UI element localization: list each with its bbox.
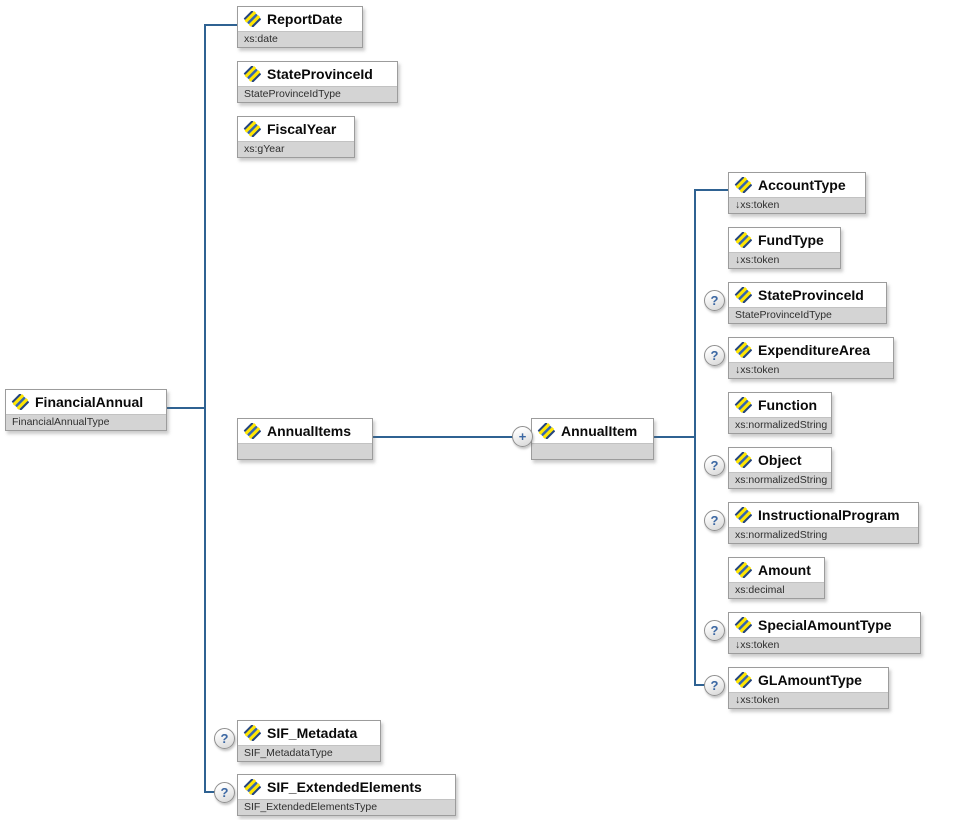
element-type: ↓xs:token: [729, 362, 893, 378]
element-icon: [243, 121, 262, 137]
element-label: SpecialAmountType: [758, 617, 892, 633]
element-type: SIF_ExtendedElementsType: [238, 799, 455, 815]
element-box-sif-metadata[interactable]: SIF_Metadata SIF_MetadataType: [237, 720, 381, 762]
element-type: xs:normalizedString: [729, 472, 832, 488]
element-icon: [734, 452, 753, 468]
element-type: xs:decimal: [729, 582, 824, 598]
element-icon: [243, 423, 262, 439]
element-type: StateProvinceIdType: [238, 86, 397, 102]
element-label: SIF_ExtendedElements: [267, 779, 422, 795]
element-box-annualitem[interactable]: AnnualItem: [531, 418, 654, 460]
element-icon: [243, 725, 262, 741]
element-label: InstructionalProgram: [758, 507, 900, 523]
element-type: xs:gYear: [238, 141, 354, 157]
element-type: ↓xs:token: [729, 692, 888, 708]
element-type: [238, 443, 372, 459]
element-icon: [734, 232, 753, 248]
optional-badge-sif-metadata: ?: [214, 728, 235, 749]
element-icon: [734, 672, 753, 688]
connector-glamounttype-stub: [694, 684, 707, 686]
element-type: xs:normalizedString: [729, 527, 918, 543]
element-box-financialannual[interactable]: FinancialAnnual FinancialAnnualType: [5, 389, 167, 431]
element-label: FundType: [758, 232, 824, 248]
element-box-item-stateprovinceid[interactable]: StateProvinceId StateProvinceIdType: [728, 282, 887, 324]
element-label: AnnualItem: [561, 423, 638, 439]
element-box-glamounttype[interactable]: GLAmountType ↓xs:token: [728, 667, 889, 709]
element-box-annualitems[interactable]: AnnualItems: [237, 418, 373, 460]
connector-root-stub: [165, 407, 206, 409]
element-box-amount[interactable]: Amount xs:decimal: [728, 557, 825, 599]
element-box-fundtype[interactable]: FundType ↓xs:token: [728, 227, 841, 269]
element-type: ↓xs:token: [729, 197, 865, 213]
element-icon: [11, 394, 30, 410]
optional-badge-expenditurearea: ?: [704, 345, 725, 366]
element-label: Amount: [758, 562, 811, 578]
element-icon: [734, 562, 753, 578]
element-icon: [734, 342, 753, 358]
element-box-specialamounttype[interactable]: SpecialAmountType ↓xs:token: [728, 612, 921, 654]
element-label: StateProvinceId: [267, 66, 373, 82]
optional-badge-sif-extendedelements: ?: [214, 782, 235, 803]
element-icon: [243, 11, 262, 27]
element-type: [532, 443, 653, 459]
repeat-badge-annualitem: +: [512, 426, 533, 447]
element-type: xs:normalizedString: [729, 417, 832, 433]
element-type: SIF_MetadataType: [238, 745, 380, 761]
element-icon: [734, 617, 753, 633]
connector-annualitems-to-annualitem: [350, 436, 524, 438]
optional-badge-glamounttype: ?: [704, 675, 725, 696]
element-icon: [734, 287, 753, 303]
element-label: Object: [758, 452, 802, 468]
element-label: StateProvinceId: [758, 287, 864, 303]
element-box-expenditurearea[interactable]: ExpenditureArea ↓xs:token: [728, 337, 894, 379]
connector-sifext-stub: [204, 791, 216, 793]
connector-accounttype-stub: [694, 189, 729, 191]
element-label: ReportDate: [267, 11, 343, 27]
element-type: xs:date: [238, 31, 362, 47]
element-label: FiscalYear: [267, 121, 337, 137]
element-icon: [734, 397, 753, 413]
element-icon: [537, 423, 556, 439]
element-box-fiscalyear[interactable]: FiscalYear xs:gYear: [237, 116, 355, 158]
element-icon: [243, 66, 262, 82]
element-label: FinancialAnnual: [35, 394, 144, 410]
element-box-accounttype[interactable]: AccountType ↓xs:token: [728, 172, 866, 214]
element-box-reportdate[interactable]: ReportDate xs:date: [237, 6, 363, 48]
element-box-function[interactable]: Function xs:normalizedString: [728, 392, 833, 434]
element-type: ↓xs:token: [729, 637, 920, 653]
optional-badge-stateprovinceid: ?: [704, 290, 725, 311]
element-type: StateProvinceIdType: [729, 307, 886, 323]
element-label: ExpenditureArea: [758, 342, 871, 358]
optional-badge-object: ?: [704, 455, 725, 476]
element-icon: [734, 177, 753, 193]
optional-badge-instructionalprogram: ?: [704, 510, 725, 531]
element-label: SIF_Metadata: [267, 725, 358, 741]
element-box-stateprovinceid[interactable]: StateProvinceId StateProvinceIdType: [237, 61, 398, 103]
element-box-sif-extendedelements[interactable]: SIF_ExtendedElements SIF_ExtendedElement…: [237, 774, 456, 816]
element-type: FinancialAnnualType: [6, 414, 166, 430]
element-icon: [734, 507, 753, 523]
element-label: Function: [758, 397, 818, 413]
connector-right-trunk: [694, 190, 696, 686]
element-box-object[interactable]: Object xs:normalizedString: [728, 447, 833, 489]
element-icon: [243, 779, 262, 795]
element-label: AnnualItems: [267, 423, 352, 439]
element-label: AccountType: [758, 177, 846, 193]
optional-badge-specialamounttype: ?: [704, 620, 725, 641]
element-box-instructionalprogram[interactable]: InstructionalProgram xs:normalizedString: [728, 502, 919, 544]
connector-annualitem-stub: [640, 436, 696, 438]
connector-reportdate-stub: [204, 24, 238, 26]
element-label: GLAmountType: [758, 672, 862, 688]
element-type: ↓xs:token: [729, 252, 840, 268]
